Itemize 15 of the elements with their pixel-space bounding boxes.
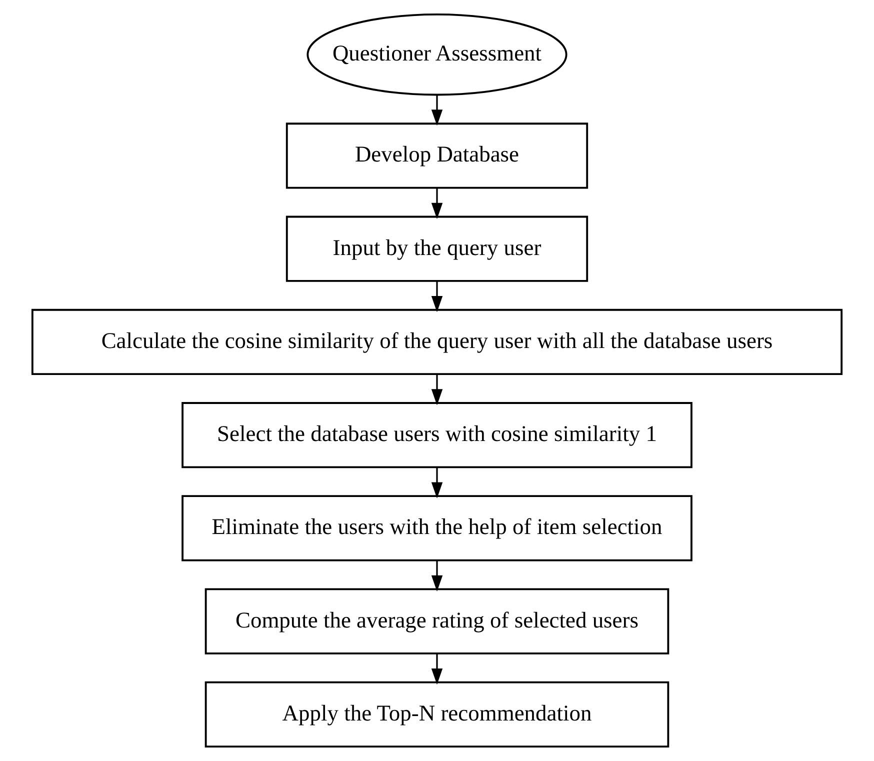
node-box: Compute the average rating of selected users	[204, 588, 670, 654]
arrow	[431, 374, 443, 406]
arrow	[431, 281, 443, 312]
node-box: Develop Database	[286, 122, 588, 189]
node-box: Apply the Top-N recommendation	[204, 681, 670, 748]
arrow	[431, 94, 443, 126]
node-ellipse: Questioner Assessment	[306, 14, 568, 96]
node-box: Eliminate the users with the help of item selection	[182, 495, 692, 562]
arrow	[431, 560, 443, 592]
arrow	[431, 654, 443, 685]
node-box: Select the database users with cosine similarity 1	[182, 402, 692, 468]
arrow	[431, 468, 443, 498]
node-box: Calculate the cosine similarity of the query user with all the database users	[31, 308, 843, 376]
node-box: Input by the query user	[286, 216, 588, 282]
arrow	[431, 188, 443, 219]
